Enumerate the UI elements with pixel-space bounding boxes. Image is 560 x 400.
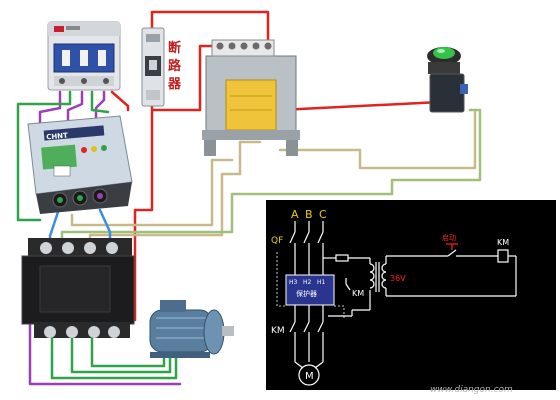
motor-protector[interactable]: CHNT <box>27 115 133 214</box>
three-pole-breaker[interactable] <box>47 21 121 91</box>
wire-purple-motor <box>28 318 182 386</box>
phase-a-label: A <box>291 208 299 221</box>
schematic-panel: A B C <box>266 200 556 390</box>
wire-tan-3 <box>70 158 234 227</box>
voltage-label: 36V <box>390 274 406 283</box>
electric-motor <box>149 300 234 358</box>
protector-terminal-h2: H2 <box>303 279 312 286</box>
wire-green-motor-2 <box>70 328 172 374</box>
wire-purple-2 <box>66 90 84 130</box>
wire-tan-1 <box>278 110 477 170</box>
watermark: www.diangon.com <box>430 385 513 395</box>
control-transformer[interactable] <box>202 39 300 156</box>
wire-tan-2 <box>88 140 262 242</box>
start-push-button[interactable] <box>427 47 468 113</box>
wire-green-motor-1 <box>50 328 178 380</box>
wire-red-top2 <box>150 10 270 42</box>
breaker-label-char-1: 断 <box>168 40 181 56</box>
qf-label: QF <box>271 236 283 246</box>
protector-brand: CHNT <box>46 132 68 142</box>
breaker-label-char-3: 器 <box>167 77 182 92</box>
phase-b-label: B <box>305 208 313 221</box>
wire-layer <box>16 10 482 386</box>
motor-label: M <box>305 371 314 382</box>
protector-terminal-h1: H1 <box>317 279 326 286</box>
start-label: 启动 <box>442 233 456 242</box>
km-main-label: KM <box>271 326 285 336</box>
wire-purple-3 <box>94 90 106 126</box>
wire-green-pb <box>60 108 482 242</box>
km-coil-label: KM <box>497 238 509 247</box>
breaker-label: 断 路 器 <box>167 40 182 92</box>
single-pole-breaker[interactable] <box>141 27 165 107</box>
phase-c-label: C <box>319 208 327 221</box>
breaker-label-char-2: 路 <box>168 58 182 74</box>
wire-green-2 <box>90 90 110 114</box>
wire-red-1 <box>110 90 130 112</box>
ac-contactor[interactable] <box>21 238 135 338</box>
wire-red-top <box>150 44 216 112</box>
protector-name-label: 保护器 <box>296 289 317 298</box>
schematic-protector-box <box>285 274 335 306</box>
wire-green-motor-3 <box>90 328 166 368</box>
aux-km-label: KM <box>352 289 364 298</box>
protector-terminal-h3: H3 <box>289 279 298 286</box>
wire-green-1 <box>16 90 72 222</box>
